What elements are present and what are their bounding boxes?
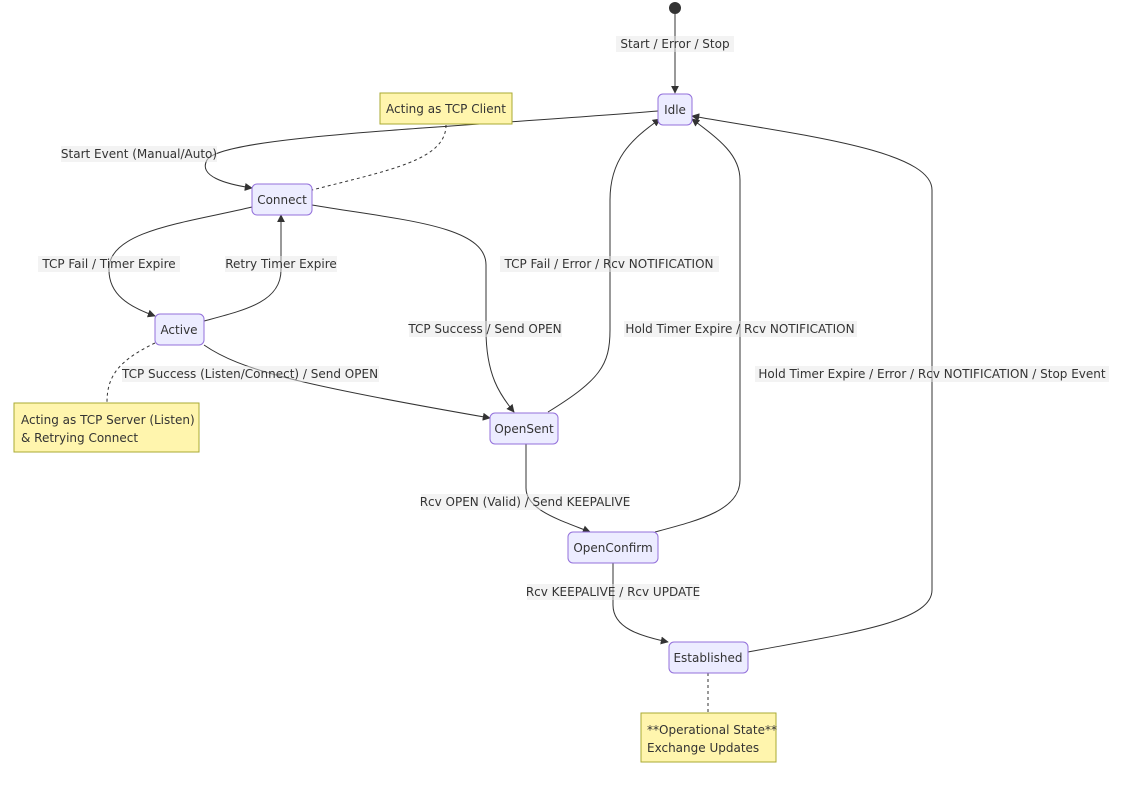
edges	[106, 14, 933, 712]
edge-label-text: Hold Timer Expire / Error / Rcv NOTIFICA…	[758, 367, 1105, 381]
edge-label-idle-connect: Start Event (Manual/Auto)	[61, 146, 217, 162]
note-text-line1: **Operational State**	[647, 723, 777, 737]
state-label: Active	[160, 323, 197, 337]
edge-openconfirm-idle	[654, 118, 741, 533]
edge-label-opensent-idle: TCP Fail / Error / Rcv NOTIFICATION	[500, 256, 719, 272]
state-idle[interactable]: Idle	[657, 93, 693, 126]
state-established[interactable]: Established	[668, 641, 749, 674]
edge-label-connect-active: TCP Fail / Timer Expire	[38, 256, 180, 272]
edge-opensent-openconfirm	[525, 444, 591, 534]
edge-active-connect	[203, 214, 285, 322]
edge-label-established-idle: Hold Timer Expire / Error / Rcv NOTIFICA…	[755, 366, 1109, 382]
edge-label-openconfirm-established: Rcv KEEPALIVE / Rcv UPDATE	[526, 584, 700, 600]
edge-label-text: TCP Success / Send OPEN	[407, 322, 561, 336]
note-tcp-server: Acting as TCP Server (Listen) & Retrying…	[13, 402, 200, 453]
note-text-line1: Acting as TCP Server (Listen)	[21, 413, 195, 427]
state-connect[interactable]: Connect	[251, 183, 313, 216]
states: Idle Connect Active OpenSent OpenConfirm…	[154, 93, 749, 674]
state-opensent[interactable]: OpenSent	[489, 412, 559, 445]
note-text: Acting as TCP Client	[386, 102, 506, 116]
state-openconfirm[interactable]: OpenConfirm	[567, 531, 659, 564]
edge-label-text: Start / Error / Stop	[620, 37, 729, 51]
edge-label-start-idle: Start / Error / Stop	[616, 36, 734, 52]
note-text-line2: Exchange Updates	[647, 741, 759, 755]
state-label: OpenSent	[494, 422, 554, 436]
edge-label-active-opensent: TCP Success (Listen/Connect) / Send OPEN	[121, 366, 379, 382]
note-link-server	[106, 342, 156, 403]
notes: Acting as TCP Client Acting as TCP Serve…	[13, 92, 777, 763]
edge-label-text: TCP Fail / Error / Rcv NOTIFICATION	[503, 257, 713, 271]
edge-established-idle	[691, 113, 933, 653]
initial-state-dot	[669, 2, 681, 14]
note-operational-state: **Operational State** Exchange Updates	[640, 712, 777, 763]
edge-label-text: Retry Timer Expire	[225, 257, 337, 271]
edge-label-text: Rcv OPEN (Valid) / Send KEEPALIVE	[420, 495, 631, 509]
edge-label-connect-opensent: TCP Success / Send OPEN	[407, 321, 562, 337]
state-label: Connect	[257, 193, 307, 207]
edge-label-text: TCP Fail / Timer Expire	[41, 257, 175, 271]
state-label: OpenConfirm	[573, 541, 652, 555]
state-label: Idle	[664, 103, 686, 117]
note-link-client	[311, 124, 447, 191]
note-text-line2: & Retrying Connect	[21, 431, 138, 445]
edge-label-text: TCP Success (Listen/Connect) / Send OPEN	[121, 367, 378, 381]
edge-openconfirm-established	[612, 563, 669, 645]
edge-label-openconfirm-idle: Hold Timer Expire / Rcv NOTIFICATION	[624, 321, 857, 337]
state-active[interactable]: Active	[154, 313, 205, 346]
edge-idle-connect	[204, 110, 659, 191]
edge-label-text: Start Event (Manual/Auto)	[61, 147, 217, 161]
edge-labels: Start / Error / Stop Start Event (Manual…	[38, 36, 1109, 600]
note-tcp-client: Acting as TCP Client	[379, 92, 513, 125]
edge-label-active-connect: Retry Timer Expire	[225, 256, 337, 272]
edge-label-text: Hold Timer Expire / Rcv NOTIFICATION	[625, 322, 854, 336]
edge-label-opensent-openconfirm: Rcv OPEN (Valid) / Send KEEPALIVE	[420, 494, 631, 510]
edge-connect-opensent	[311, 204, 515, 413]
state-label: Established	[673, 651, 742, 665]
edge-label-text: Rcv KEEPALIVE / Rcv UPDATE	[526, 585, 700, 599]
